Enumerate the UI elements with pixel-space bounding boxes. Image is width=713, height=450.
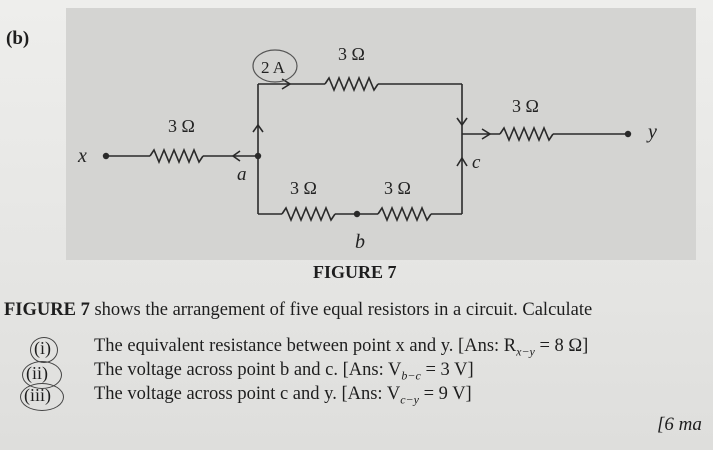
item-iii-text: The voltage across point c and y. [Ans: … xyxy=(94,384,401,404)
question-item-i: The equivalent resistance between point … xyxy=(94,336,588,360)
arrow-c-up xyxy=(456,156,468,167)
current-annotation-circle xyxy=(252,49,298,83)
marks-label: [6 ma xyxy=(657,414,702,435)
arrow-right-branch xyxy=(481,128,492,140)
intro-figure-ref: FIGURE 7 xyxy=(4,300,90,320)
resistor-bottom-left-label: 3 Ω xyxy=(290,178,317,198)
intro-text: shows the arrangement of five equal resi… xyxy=(89,300,593,320)
question-item-ii: The voltage across point b and c. [Ans: … xyxy=(94,360,474,384)
item-ii-number: (ii) xyxy=(26,363,48,383)
node-b-label: b xyxy=(355,231,365,253)
item-iii-circle xyxy=(20,383,64,411)
item-iii-sub: c−y xyxy=(400,392,419,407)
resistor-top xyxy=(324,75,379,93)
current-label: 2 A xyxy=(261,58,286,77)
node-y-label: y xyxy=(646,121,657,143)
part-label: (b) xyxy=(6,28,30,49)
item-ii-answer: = 3 V] xyxy=(420,360,474,380)
node-y-dot xyxy=(624,130,632,138)
question-intro: FIGURE 7 shows the arrangement of five e… xyxy=(4,300,592,321)
circuit-wires xyxy=(106,49,628,223)
resistor-top-label: 3 Ω xyxy=(338,44,365,64)
node-x-dot xyxy=(102,152,110,160)
resistor-right-label: 3 Ω xyxy=(512,96,539,116)
resistor-bottom-right xyxy=(377,205,432,223)
resistor-right xyxy=(499,125,554,143)
item-iii-number: (iii) xyxy=(24,385,51,405)
arrow-a-up xyxy=(252,123,264,133)
item-i-text: The equivalent resistance between point … xyxy=(94,336,517,356)
resistor-bottom-left xyxy=(281,205,336,223)
node-c-label: c xyxy=(472,152,481,173)
resistor-left-label: 3 Ω xyxy=(168,116,195,136)
question-item-iii: The voltage across point c and y. [Ans: … xyxy=(94,384,472,408)
resistor-bottom-right-label: 3 Ω xyxy=(384,178,411,198)
item-ii-text: The voltage across point b and c. [Ans: … xyxy=(94,360,402,380)
item-iii-answer: = 9 V] xyxy=(418,384,472,404)
figure-caption: FIGURE 7 xyxy=(313,262,397,282)
arrow-a-left xyxy=(231,150,241,162)
node-x-label: x xyxy=(77,145,87,167)
item-i-number: (i) xyxy=(34,338,51,358)
node-a-label: a xyxy=(237,164,247,185)
node-b-dot xyxy=(353,210,361,218)
item-i-sub: x−y xyxy=(516,344,535,359)
resistor-left xyxy=(149,147,204,165)
item-i-answer: = 8 Ω] xyxy=(534,336,589,356)
node-a-dot xyxy=(254,152,262,160)
arrow-right-down xyxy=(456,117,468,127)
item-ii-sub: b−c xyxy=(401,368,421,383)
